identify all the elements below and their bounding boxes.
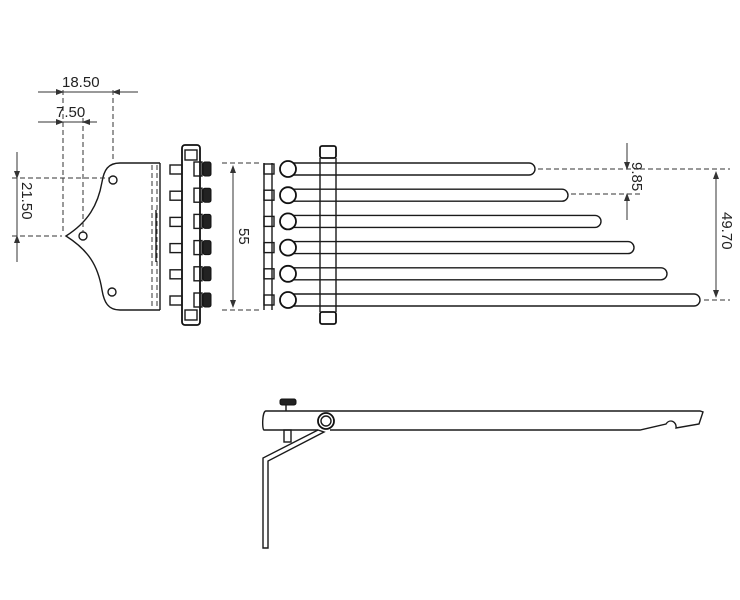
adjust-knob [279,398,297,406]
dimension-label-7-50: 7.50 [56,104,85,121]
tuner-knob-icon[interactable] [202,292,212,308]
tuner-knob-icon[interactable] [202,213,212,229]
tuner-knob-icon[interactable] [202,187,212,203]
dimension-width-hole: 7.50 [38,104,97,232]
tailpiece-arm [263,238,635,257]
mount-hole-top [108,175,118,185]
tuner-peg[interactable] [169,213,212,230]
tuner-bar [181,144,201,326]
mount-bracket [262,429,326,549]
tuner-peg[interactable] [169,187,212,203]
tuners [169,161,212,308]
mount-hole-bottom [107,287,117,297]
dimension-label-18-50: 18.50 [62,74,100,91]
tailpiece-plate [64,162,161,311]
side-view [261,398,704,549]
tuner-peg[interactable] [169,292,212,308]
arm-pivot-icon [279,264,297,283]
tuner-peg[interactable] [169,239,212,256]
tailpiece-arm [263,160,536,178]
tailpiece-arm [263,186,569,205]
adjust-screw [283,429,292,443]
dimension-label-49-70: 49.70 [718,212,735,250]
dimension-tuner-height: 55 [222,162,262,311]
dimension-height-hole: 21.50 [12,152,110,262]
dimension-arm-step: 9.85 [538,143,645,220]
mount-hole-middle [78,231,88,241]
cross-bar [263,145,337,325]
dimension-label-55: 55 [235,228,252,245]
arm-pivot-icon [279,238,297,257]
dimension-label-21-50: 21.50 [18,182,35,220]
tuner-knob-icon[interactable] [202,266,212,282]
tuner-knob-icon[interactable] [202,161,212,177]
tailpiece-arm [263,264,668,283]
arm-pivot-icon [279,186,297,205]
dimension-arm-span: 49.70 [640,168,735,301]
arm-pivot-icon [279,291,297,309]
dimension-width-total: 18.50 [38,74,138,232]
tuner-knob-icon[interactable] [202,240,212,256]
tuner-peg[interactable] [169,266,212,282]
tailpiece-arm [263,212,602,231]
tailpiece-arm [263,291,701,309]
arm-pivot-icon [279,212,297,231]
dimension-label-9-85: 9.85 [628,162,645,191]
tuner-peg[interactable] [169,161,212,177]
arm-pivot-icon [279,160,297,178]
